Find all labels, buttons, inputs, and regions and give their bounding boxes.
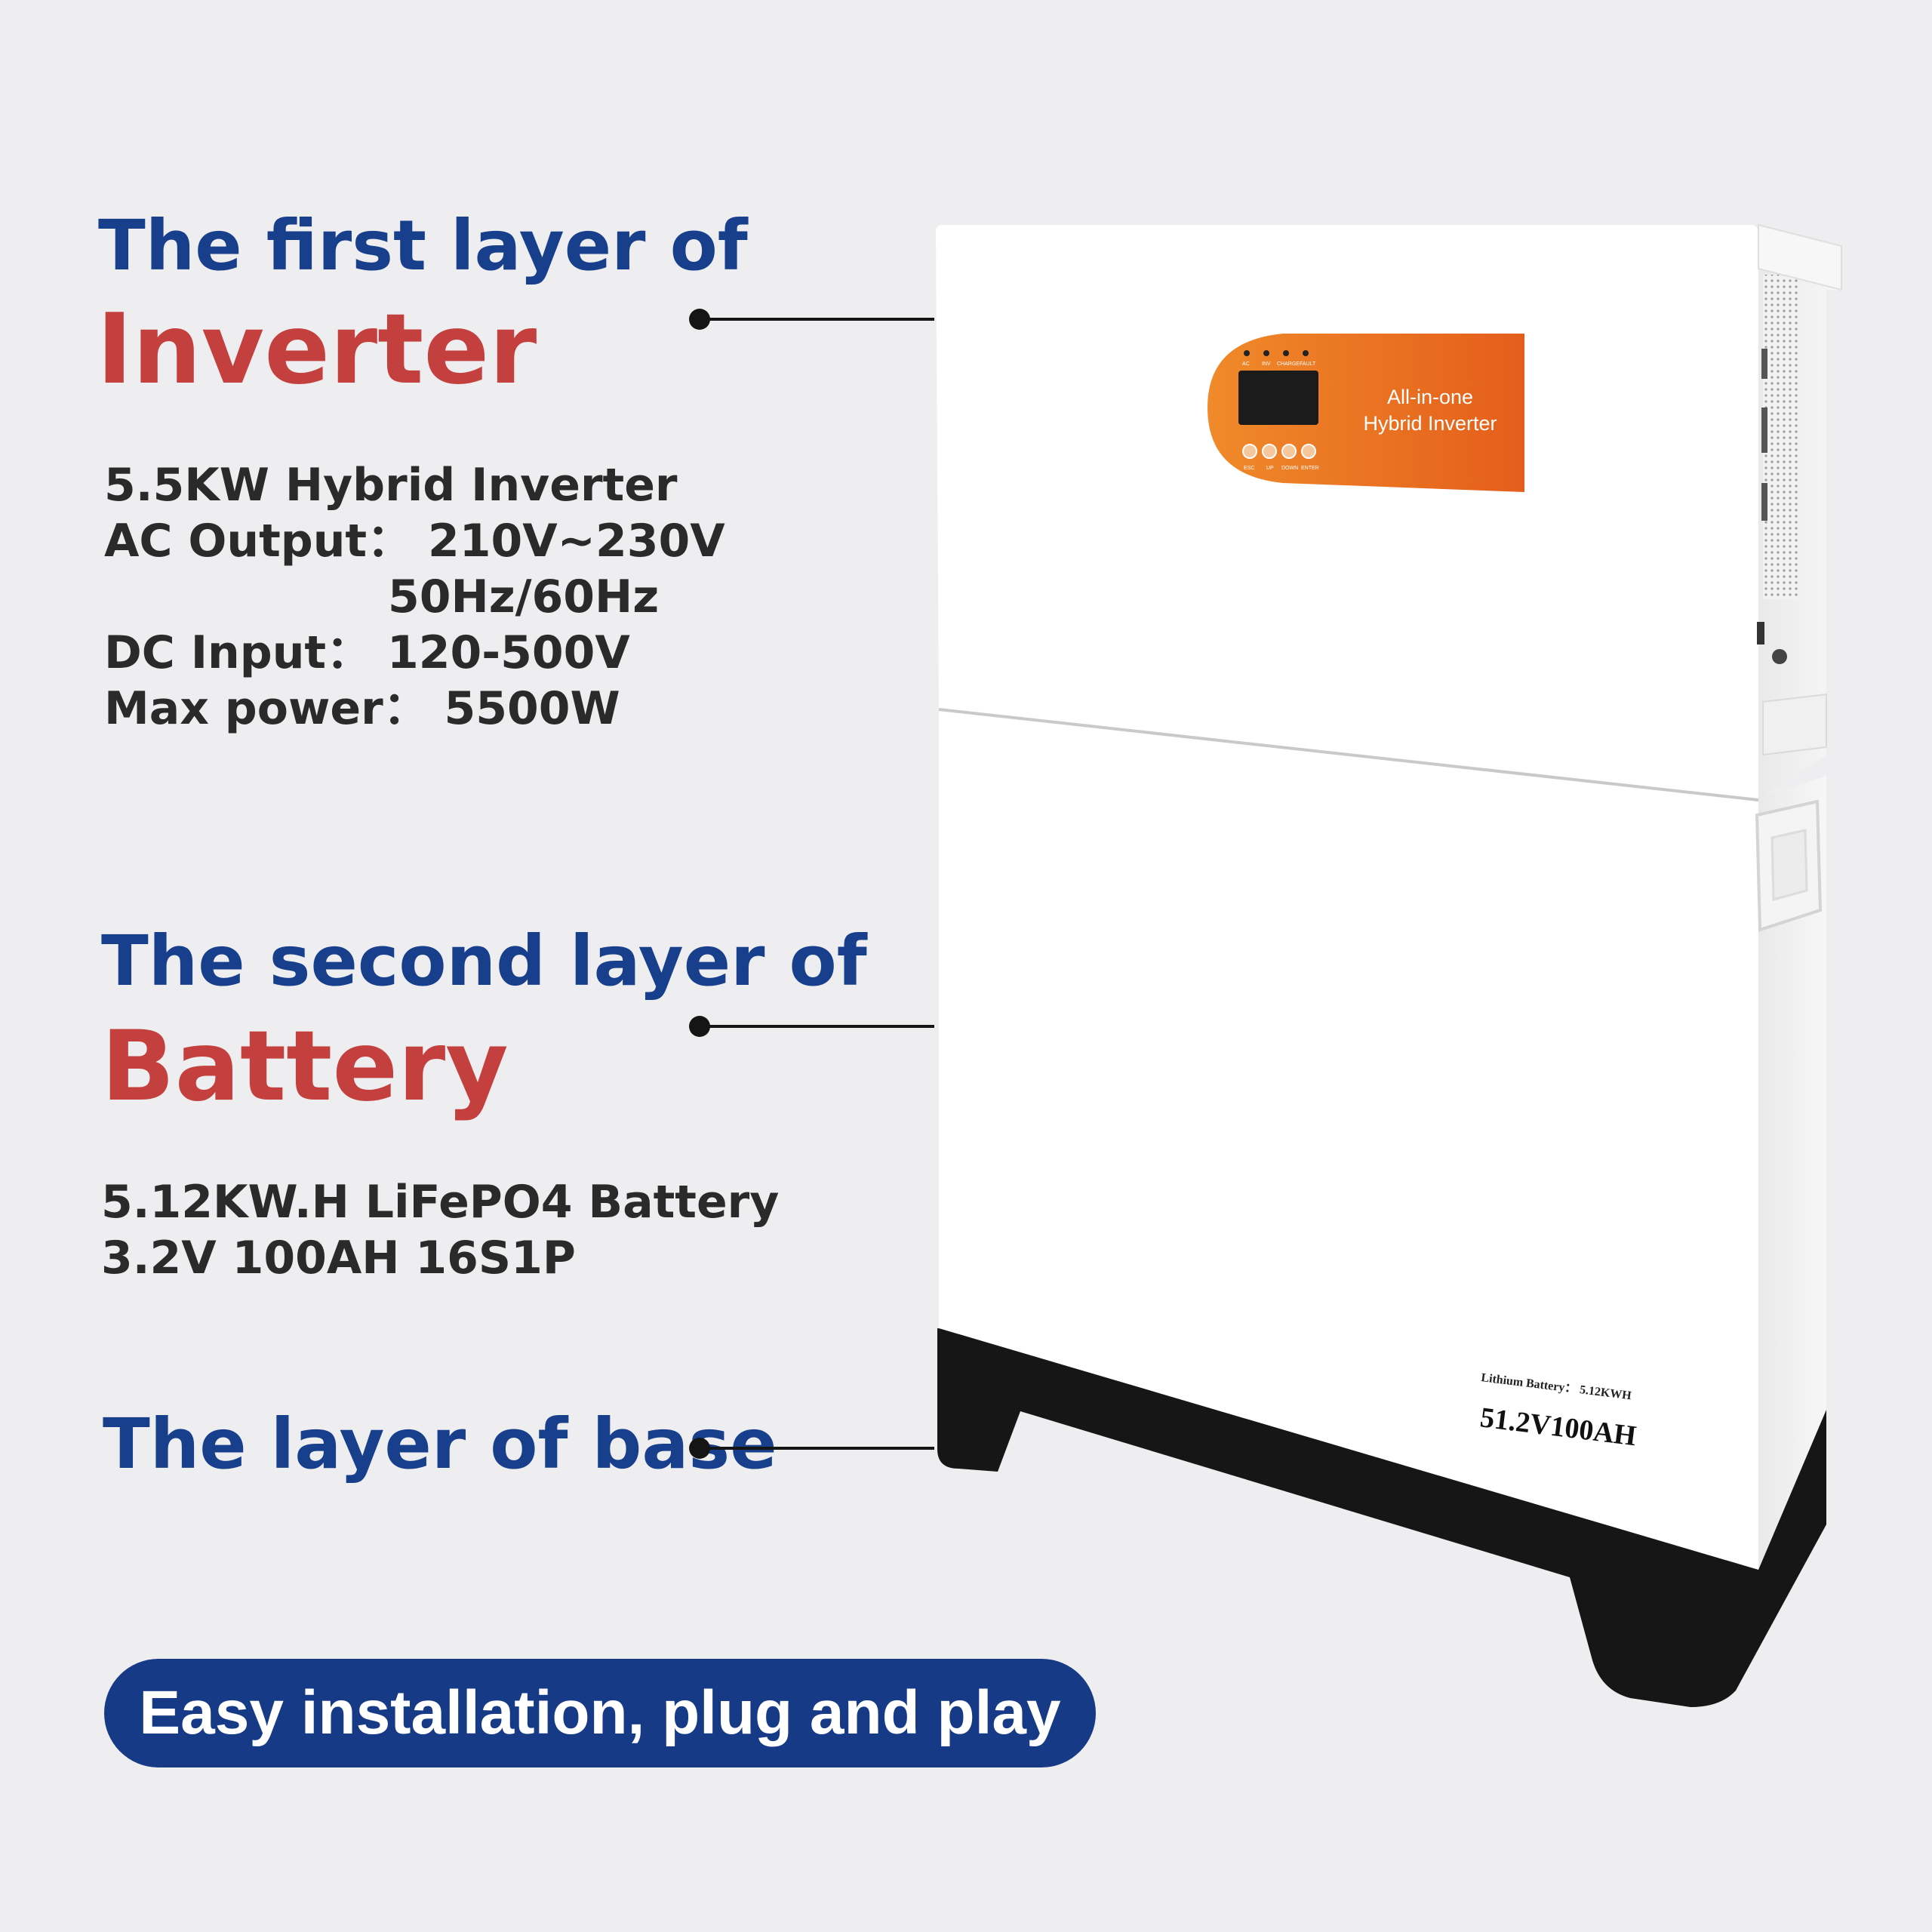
panel-indicator-leds: AC INV CHARGE FAULT	[1242, 350, 1316, 367]
panel-lcd-screen	[1238, 371, 1318, 425]
battery-leader-line	[699, 1025, 934, 1028]
banner-pill: Easy installation, plug and play	[104, 1659, 1096, 1767]
panel-led-label-charge: CHARGE	[1277, 361, 1300, 367]
inverter-layer-name: Inverter	[97, 294, 537, 406]
inverter-spec-dc-input: DC Input： 120-500V	[104, 626, 630, 679]
banner-text: Easy installation, plug and play	[139, 1678, 1061, 1747]
panel-title-line1: All-in-one	[1387, 386, 1473, 408]
panel-led-label-ac: AC	[1242, 361, 1250, 367]
battery-layer-heading: The second layer of	[101, 921, 867, 1001]
inverter-spec-ac-output: AC Output： 210V~230V	[104, 515, 725, 568]
panel-buttons: ESC UP DOWN ENTER	[1242, 444, 1319, 471]
inverter-spec-max-power: Max power： 5500W	[104, 682, 620, 735]
panel-button-label-enter: ENTER	[1301, 466, 1319, 471]
inverter-leader-line	[699, 318, 934, 321]
inverter-module	[936, 223, 1842, 801]
inverter-spec-frequency: 50Hz/60Hz	[388, 571, 660, 623]
panel-led-label-fault: FAULT	[1300, 361, 1316, 367]
battery-module: Lithium Battery： 5.12KWH 51.2V100AH	[939, 709, 1826, 1570]
panel-button-label-up: UP	[1266, 466, 1274, 471]
battery-spec-capacity: 5.12KW.H LiFePO4 Battery	[101, 1176, 780, 1229]
base-layer-heading: The layer of base	[103, 1404, 777, 1484]
battery-layer-name: Battery	[101, 1011, 509, 1123]
inverter-spec-power: 5.5KW Hybrid Inverter	[104, 459, 678, 512]
base-leader-line	[699, 1447, 934, 1450]
battery-spec-cells: 3.2V 100AH 16S1P	[101, 1232, 576, 1284]
panel-button-label-esc: ESC	[1244, 466, 1254, 471]
inverter-layer-heading: The first layer of	[98, 205, 748, 286]
panel-button-label-down: DOWN	[1281, 466, 1298, 471]
panel-led-label-inv: INV	[1262, 361, 1271, 367]
panel-title-line2: Hybrid Inverter	[1363, 412, 1497, 435]
inverter-control-panel: AC INV CHARGE FAULT ESC UP DOWN ENTER Al…	[1208, 334, 1524, 492]
